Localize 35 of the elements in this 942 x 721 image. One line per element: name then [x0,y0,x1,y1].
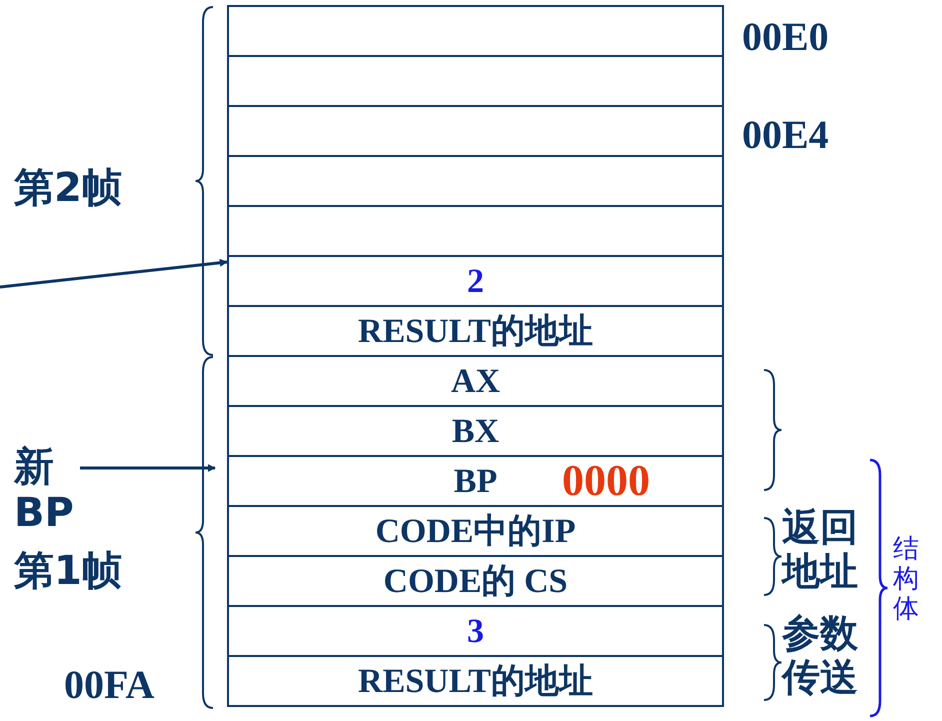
address-label: 00E0 [742,14,829,60]
pointer-arrow [0,258,228,288]
stack-cell [227,555,724,607]
frame-label: 第1帧 [14,548,122,594]
address-label: 00E4 [742,112,829,158]
cell-text: AX [450,365,500,399]
stack-cell [227,655,724,707]
cell-text: BP [454,465,498,499]
brace-label: 返回地址 [782,506,859,594]
stack-cell [227,205,724,257]
cell-text: 2 [467,265,484,299]
cell-text: 3 [467,615,484,649]
brace-label: 参数传送 [782,612,859,700]
cell-text: BX [452,415,500,449]
pointer-arrow [80,464,216,472]
stack-cell [227,305,724,357]
cell-text: CODE的 CS [383,565,568,599]
address-label: 00FA [64,662,154,708]
cell-text: RESULT的地址 [358,315,593,349]
stack-cell [227,105,724,157]
stack-cell [227,5,724,57]
stack-cell [227,155,724,207]
stack-cell [227,455,724,507]
stack-cell [227,605,724,657]
stack-cell [227,505,724,557]
stack-cell [227,55,724,107]
cell-text: CODE中的IP [375,515,576,549]
cell-text: RESULT的地址 [358,665,593,699]
frame-label: 第2帧 [14,165,122,211]
stack-cell [227,405,724,457]
brace-label: 结构体 [893,535,920,625]
pointer-label: 新BP [14,444,78,536]
stack-cell [227,355,724,407]
stack-cell [227,255,724,307]
value-text: 0000 [562,459,650,503]
